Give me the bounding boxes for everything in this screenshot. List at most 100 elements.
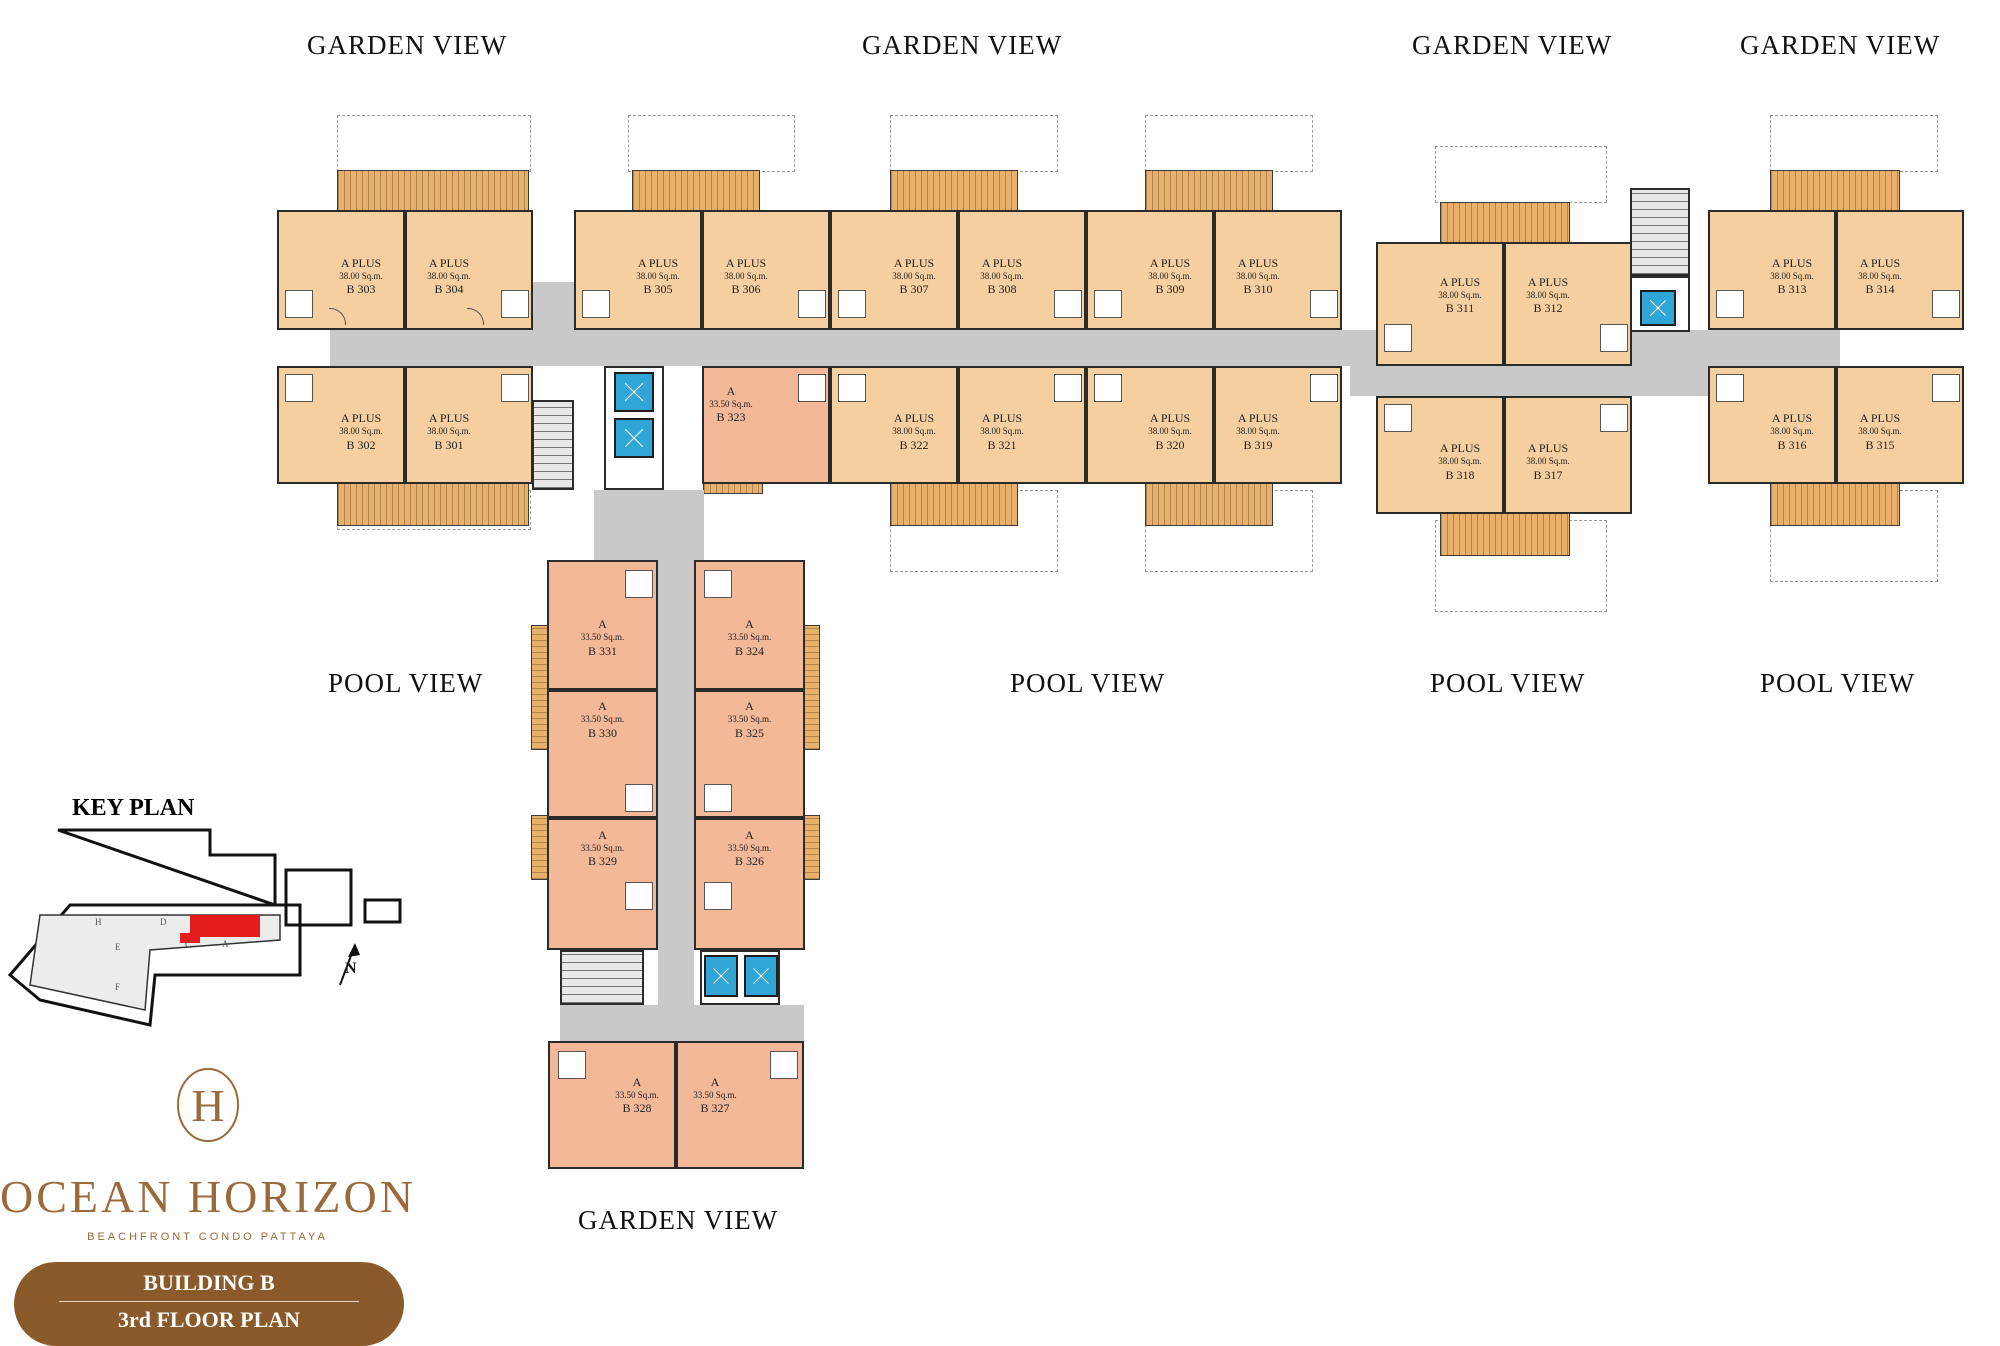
brand-logo: H OCEAN HORIZON BEACHFRONT CONDO PATTAYA <box>0 1065 415 1243</box>
bathroom <box>704 882 732 910</box>
view-label-pool: POOL VIEW <box>1760 668 1916 698</box>
balcony-outline <box>890 115 1058 172</box>
balcony <box>337 170 529 214</box>
bathroom <box>1310 290 1338 318</box>
bathroom <box>798 374 826 402</box>
brand-monogram-icon: H <box>0 1065 415 1156</box>
bathroom <box>1310 374 1338 402</box>
bathroom <box>625 570 653 598</box>
view-label-pool: POOL VIEW <box>1430 668 1586 698</box>
building-letter: E <box>115 942 121 952</box>
plan-label-badge: BUILDING B 3rd FLOOR PLAN <box>14 1262 404 1346</box>
bathroom <box>1716 374 1744 402</box>
balcony-outline <box>628 115 795 172</box>
building-b-highlight <box>180 933 200 943</box>
balcony-outline <box>1435 146 1607 203</box>
divider <box>59 1301 359 1302</box>
view-label-garden: GARDEN VIEW <box>307 30 508 60</box>
bathroom <box>1384 324 1412 352</box>
adjacent-block <box>363 898 402 924</box>
bathroom <box>704 784 732 812</box>
bathroom <box>1094 290 1122 318</box>
balcony <box>800 815 820 880</box>
bathroom <box>1054 374 1082 402</box>
stairwell <box>532 400 574 490</box>
view-label-garden: GARDEN VIEW <box>1412 30 1613 60</box>
bathroom <box>1094 374 1122 402</box>
adjacent-block <box>284 868 353 927</box>
stairwell <box>560 950 644 1005</box>
balcony <box>1770 170 1900 214</box>
north-arrow-icon: N <box>339 943 360 986</box>
building-letter: H <box>95 917 102 927</box>
balcony <box>1145 482 1273 526</box>
bathroom <box>704 570 732 598</box>
bathroom <box>558 1051 586 1079</box>
corridor <box>532 282 574 330</box>
door-swing <box>329 308 346 325</box>
corridor <box>658 560 694 1005</box>
balcony <box>337 482 529 526</box>
building-b-highlight <box>190 915 260 937</box>
balcony <box>1440 512 1570 556</box>
bathroom <box>1600 324 1628 352</box>
balcony-outline <box>1145 115 1313 172</box>
balcony <box>1440 202 1570 246</box>
bathroom <box>1932 290 1960 318</box>
building-letter: C <box>185 939 191 949</box>
view-label-garden: GARDEN VIEW <box>862 30 1063 60</box>
view-label-garden: GARDEN VIEW <box>578 1205 779 1235</box>
view-label-pool: POOL VIEW <box>328 668 484 698</box>
balcony <box>1145 170 1273 214</box>
bathroom <box>501 290 529 318</box>
bathroom <box>285 290 313 318</box>
